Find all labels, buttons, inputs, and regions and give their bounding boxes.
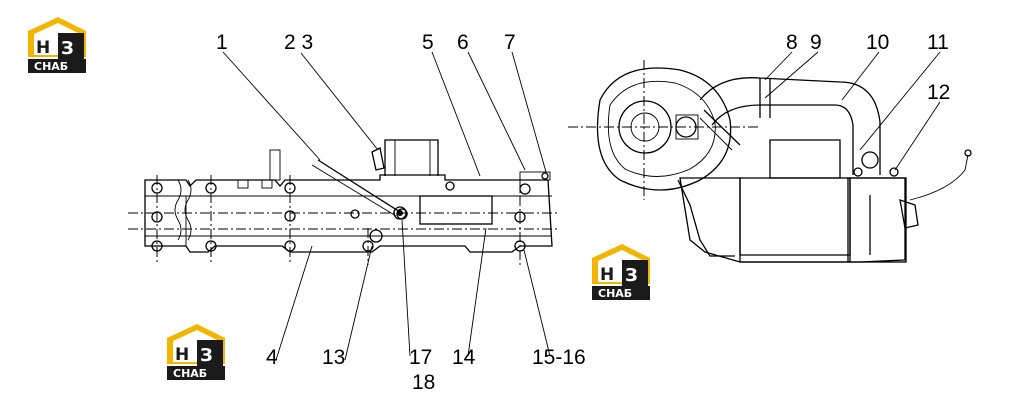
callout-18: 18 [412,371,435,394]
brand-logo-center: Н З СНАБ [592,244,650,300]
manifold-side-view [128,139,560,265]
svg-text:З: З [200,345,213,366]
bolt-row-top [151,181,531,243]
callout-15-16: 15-16 [532,346,586,369]
callout-5: 5 [422,31,434,54]
brand-logo-top-left: Н З СНАБ [28,17,86,73]
callout-labels: 1 2 3 5 6 7 8 9 10 11 12 4 13 17 18 14 1… [216,31,950,394]
svg-text:З: З [625,265,638,286]
callout-17: 17 [409,346,432,369]
leader-lines [222,51,941,361]
bolt-row-bottom [151,240,526,252]
svg-text:СНАБ: СНАБ [598,287,632,300]
logo-letter-z: З [61,38,74,59]
logo-bottom-text: СНАБ [34,60,68,73]
turbocharger-view [568,60,972,263]
callout-8: 8 [786,31,798,54]
callout-1: 1 [216,31,228,54]
callout-14: 14 [452,346,476,369]
callout-6: 6 [457,31,469,54]
callout-9: 9 [810,31,822,54]
svg-text:Н: Н [175,345,189,365]
callout-10: 10 [866,31,889,54]
callout-7: 7 [504,31,516,54]
brand-logo-bottom-left: Н З СНАБ [167,324,225,380]
logo-letter-h: Н [36,38,50,58]
callout-13: 13 [322,346,345,369]
callout-2-3: 2 3 [284,31,313,54]
svg-text:СНАБ: СНАБ [173,367,207,380]
callout-11: 11 [927,31,949,54]
svg-text:Н: Н [600,265,614,285]
callout-4: 4 [266,346,278,369]
callout-12: 12 [927,81,950,104]
